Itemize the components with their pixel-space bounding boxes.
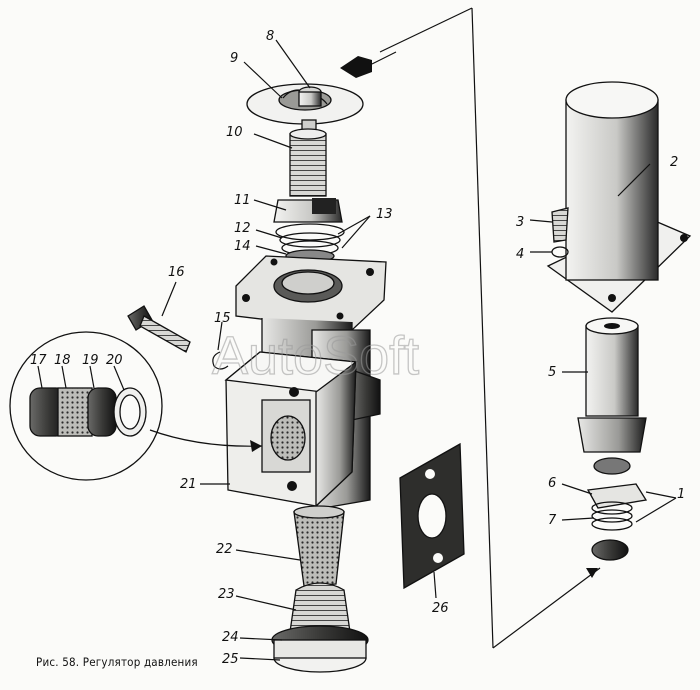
callout-6: 6 <box>548 476 556 491</box>
part-23-24-25-bottom-nut <box>271 582 369 673</box>
callout-24: 24 <box>222 630 239 645</box>
callout-7: 7 <box>548 513 557 528</box>
figure-caption: Рис. 58. Регулятор давления <box>36 655 198 669</box>
filter-detail-inset <box>9 331 263 481</box>
callout-4: 4 <box>516 247 524 262</box>
callout-18: 18 <box>54 353 71 368</box>
callout-17: 17 <box>30 353 47 368</box>
direction-arrow-bottom <box>586 568 598 578</box>
part-8-screw <box>298 86 322 107</box>
part-16-bolt <box>127 305 191 353</box>
direction-arrow-top <box>340 51 397 78</box>
callout-15: 15 <box>214 311 231 326</box>
part-2-cover <box>546 81 692 313</box>
part-11-lock-nut <box>273 198 343 223</box>
part-21-filter-housing <box>224 351 358 508</box>
leader-lines <box>37 39 677 661</box>
callout-3: 3 <box>516 215 524 230</box>
callout-2: 2 <box>670 155 678 170</box>
part-5-valve <box>577 317 647 453</box>
part-6-7-spring-assembly <box>586 457 648 561</box>
callout-22: 22 <box>216 542 233 557</box>
callout-21: 21 <box>180 477 197 492</box>
callout-25: 25 <box>222 652 239 667</box>
callout-19: 19 <box>82 353 99 368</box>
part-15-lock-washer <box>212 351 229 370</box>
part-26-gasket <box>399 442 465 590</box>
callout-13: 13 <box>376 207 393 222</box>
part-3-screw <box>551 207 569 243</box>
callout-labels: 1 2 3 4 5 6 7 8 9 10 11 12 13 14 15 16 1… <box>30 29 685 667</box>
callout-16: 16 <box>168 265 185 280</box>
callout-26: 26 <box>432 601 449 616</box>
callout-12: 12 <box>234 221 251 236</box>
callout-9: 9 <box>230 51 238 66</box>
callout-1: 1 <box>677 487 685 502</box>
callout-11: 11 <box>234 193 251 208</box>
callout-8: 8 <box>266 29 274 44</box>
mounting-panel-outline <box>379 7 601 649</box>
callout-5: 5 <box>548 365 556 380</box>
part-22-nozzle <box>293 505 345 587</box>
callout-14: 14 <box>234 239 251 254</box>
callout-20: 20 <box>106 353 123 368</box>
watermark-text: AutoSoft <box>212 326 419 386</box>
callout-10: 10 <box>226 125 243 140</box>
part-10-adjusting-screw <box>289 119 327 197</box>
callout-23: 23 <box>218 587 235 602</box>
part-12-13-14-spring-washers <box>275 223 345 263</box>
